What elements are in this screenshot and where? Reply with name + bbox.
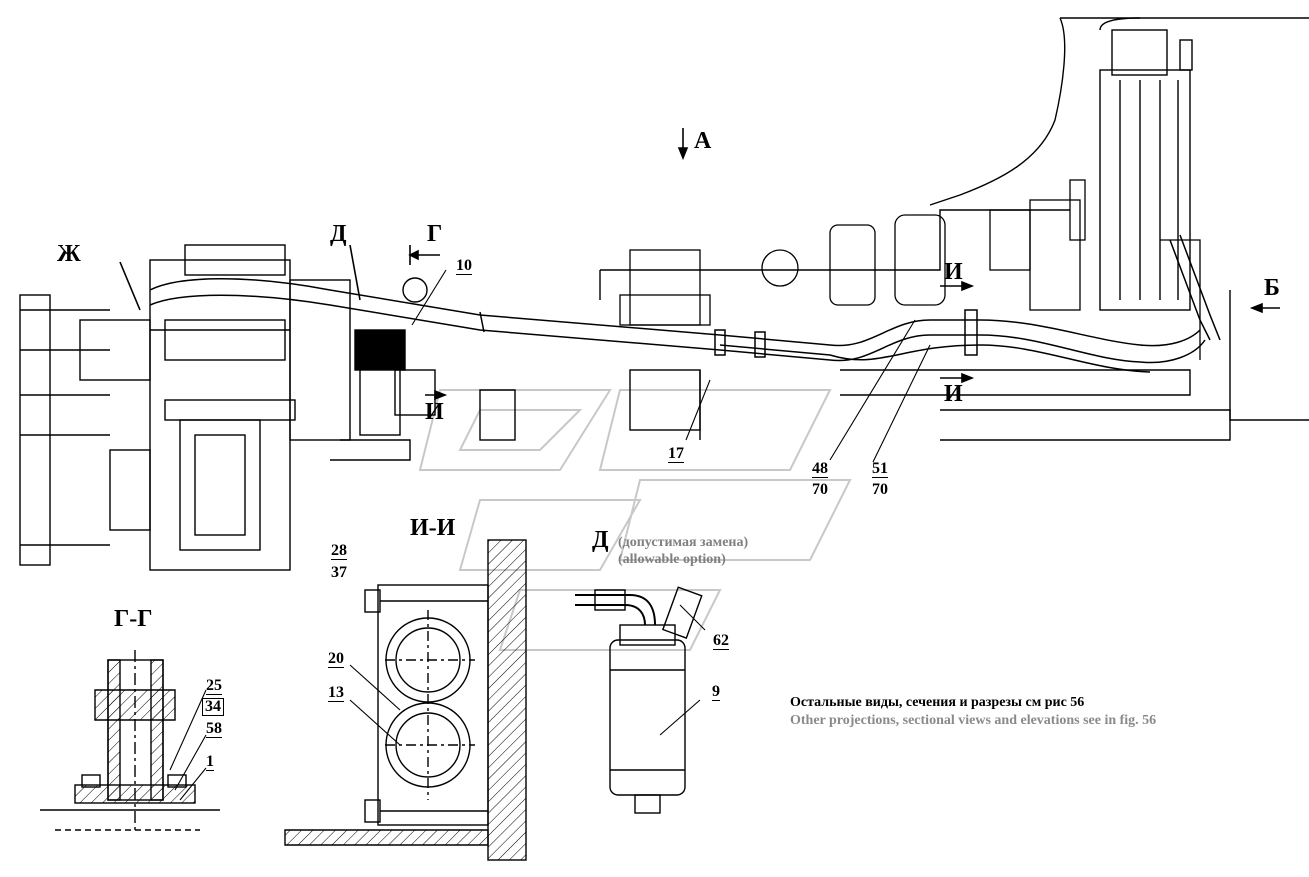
vehicle-frame	[599, 17, 1309, 441]
filter-assembly	[330, 277, 516, 461]
callout-70-b: 70	[872, 481, 888, 498]
front-attachment	[19, 294, 151, 566]
section-i-i-title: И-И	[410, 515, 456, 541]
section-arrow-i-top-label: И	[944, 259, 963, 285]
view-arrow-d-label: Д	[330, 221, 347, 247]
radiator	[1099, 17, 1193, 311]
view-arrow-zh-label: Ж	[57, 241, 81, 267]
view-d-filter-drawing	[575, 586, 703, 814]
callout-51: 51	[872, 460, 888, 478]
callout-13: 13	[328, 684, 344, 702]
section-i-i-drawing	[284, 539, 527, 861]
view-d-title: Д	[592, 527, 609, 553]
callout-20: 20	[328, 650, 344, 668]
callout-25: 25	[206, 677, 222, 695]
callout-1: 1	[206, 753, 214, 771]
note-ru: Остальные виды, сечения и разрезы см рис…	[790, 695, 1085, 710]
callout-37: 37	[331, 564, 347, 581]
callout-34: 34	[202, 698, 224, 716]
view-d-caption-en: (allowable option)	[618, 552, 726, 567]
view-arrow-b-label: Б	[1264, 275, 1280, 301]
callout-62: 62	[713, 632, 729, 650]
section-g-g-title: Г-Г	[114, 606, 153, 632]
view-arrow-g-label: Г	[427, 221, 443, 247]
section-arrow-i-left-label: И	[425, 399, 444, 425]
callout-9: 9	[712, 683, 720, 701]
watermark	[418, 389, 852, 651]
section-arrows	[119, 128, 1280, 401]
callout-70-a: 70	[812, 481, 828, 498]
callout-10: 10	[456, 257, 472, 275]
callout-28: 28	[331, 542, 347, 560]
note-en: Other projections, sectional views and e…	[790, 713, 1157, 728]
engine-components	[619, 179, 1201, 360]
view-d-caption-ru: (допустимая замена)	[618, 535, 749, 550]
view-arrow-a-label: А	[694, 128, 712, 154]
callout-48: 48	[812, 460, 828, 478]
section-arrow-i-bottom-label: И	[944, 381, 963, 407]
callout-17: 17	[668, 445, 684, 463]
section-g-g-drawing	[40, 650, 220, 831]
lower-frame	[629, 369, 1191, 440]
transmission	[149, 244, 351, 571]
pipe-line	[149, 234, 1221, 373]
leader-lines	[169, 269, 931, 801]
callout-58: 58	[206, 720, 222, 738]
